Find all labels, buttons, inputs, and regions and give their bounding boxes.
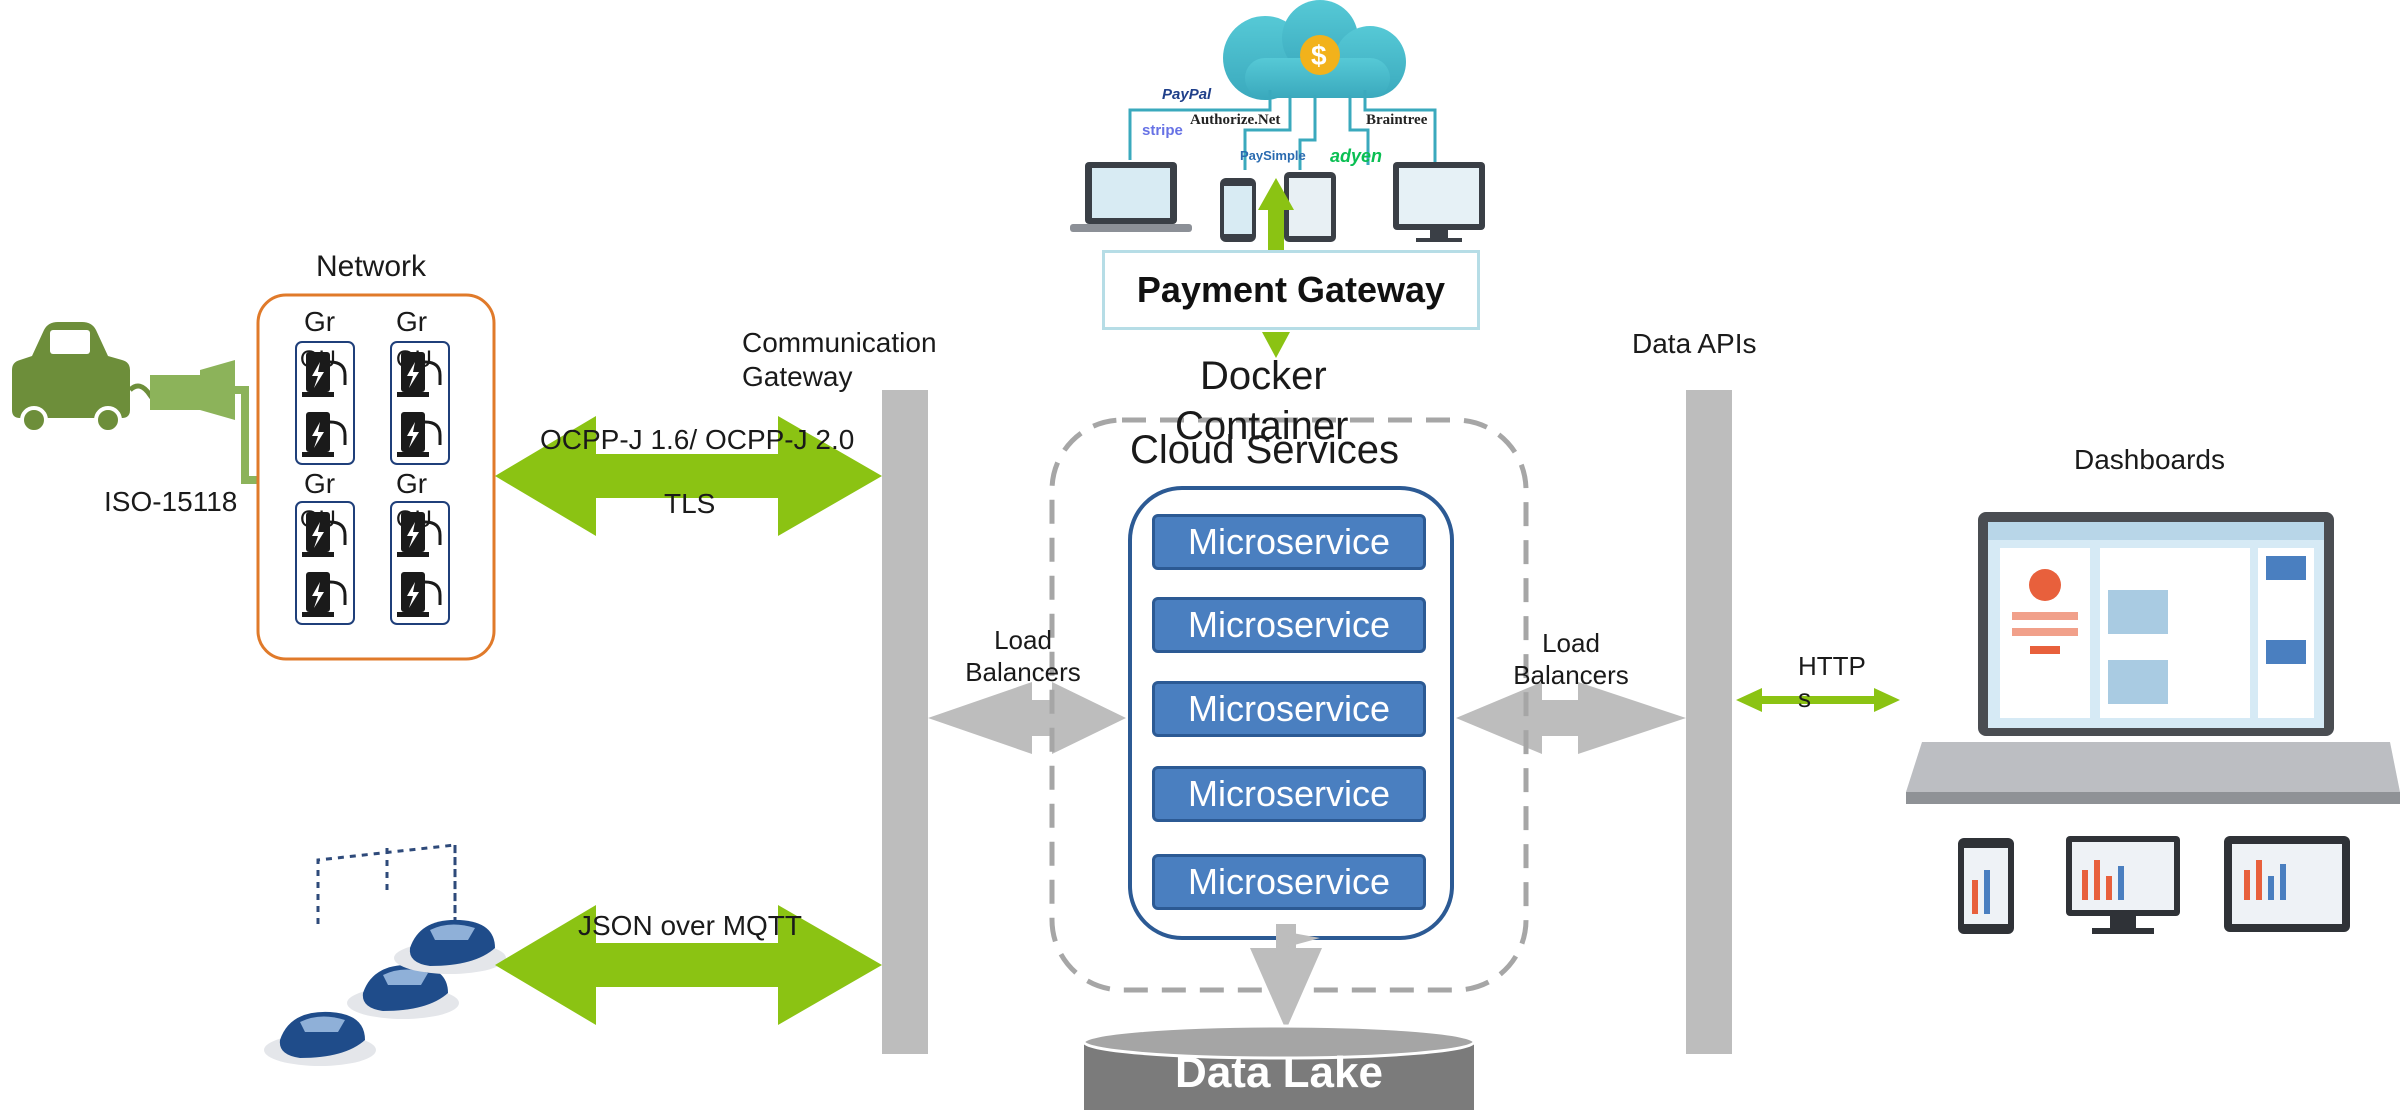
load-balancers-left-label: Load Balancers — [965, 625, 1081, 687]
microservice-box: Microservice — [1152, 514, 1426, 570]
stripe-logo: stripe — [1142, 122, 1183, 139]
network-box — [256, 293, 496, 661]
microservice-box: Microservice — [1152, 766, 1426, 822]
dashboard-laptop-icon — [1906, 512, 2400, 804]
microservice-box: Microservice — [1152, 681, 1426, 737]
dollar-symbol: $ — [1311, 40, 1327, 71]
ocpp-label: OCPP-J 1.6/ OCPP-J 2.0 — [540, 424, 855, 455]
data-lake-arrow — [1250, 924, 1322, 1030]
payment-down-arrow — [1262, 332, 1290, 358]
charger-group-label: Gr — [396, 306, 428, 337]
authorize-net-logo: Authorize.Net — [1190, 112, 1281, 128]
ocpp-double-arrow — [495, 416, 882, 536]
cloud-connectors — [1128, 90, 1437, 170]
data-lake-cylinder — [1082, 1024, 1476, 1110]
fleet-cars-icon — [264, 843, 506, 1066]
charger-group-label-suffix: OU — [300, 506, 336, 533]
payment-up-arrow — [1258, 178, 1294, 250]
data-lake-label: Data Lake — [1175, 1048, 1383, 1097]
charging-cable — [235, 386, 260, 484]
charger-group-label-suffix: OU — [396, 506, 432, 533]
communication-gateway-label: Communication Gateway — [742, 327, 937, 392]
data-apis-label: Data APIs — [1632, 328, 1757, 359]
cloud-services-title: Cloud Services — [1130, 428, 1400, 472]
https-label: HTTPs — [1798, 651, 1866, 713]
data-apis-bar — [1686, 390, 1732, 1054]
docker-title: Docker — [1200, 354, 1327, 398]
paypal-logo: PayPal — [1162, 86, 1212, 103]
network-title: Network — [316, 250, 427, 283]
payment-cloud-icon — [1223, 0, 1406, 100]
charger-group-label: Gr — [396, 468, 428, 499]
charger-group-label: Gr — [304, 306, 336, 337]
braintree-logo: Braintree — [1366, 112, 1428, 128]
charger-group-label-suffix: OU — [396, 346, 432, 373]
paysimple-logo: PaySimple — [1240, 148, 1306, 163]
electric-car-icon — [12, 322, 235, 434]
https-double-arrow — [1736, 688, 1900, 712]
load-balancer-left-arrow — [928, 682, 1126, 754]
mqtt-label: JSON over MQTT — [578, 910, 803, 941]
microservice-box: Microservice — [1152, 854, 1426, 910]
dashboards-label: Dashboards — [2074, 444, 2225, 475]
charger-groups — [295, 341, 450, 625]
tls-label: TLS — [664, 488, 716, 519]
device-thumbnails — [1958, 836, 2350, 934]
charger-group-label: Gr — [304, 468, 336, 499]
payment-gateway-box: Payment Gateway — [1102, 250, 1480, 330]
iso-label: ISO-15118 — [104, 486, 238, 517]
mqtt-double-arrow — [495, 905, 882, 1025]
communication-gateway-bar — [882, 390, 928, 1054]
microservice-box: Microservice — [1152, 597, 1426, 653]
load-balancer-right-arrow — [1456, 682, 1686, 754]
charger-group-label-suffix: OU — [300, 346, 336, 373]
docker-container-title: Container — [1175, 404, 1349, 448]
device-icons — [1070, 162, 1485, 242]
adyen-logo: adyen — [1330, 146, 1383, 166]
load-balancers-right-label: Load Balancers — [1513, 628, 1629, 690]
